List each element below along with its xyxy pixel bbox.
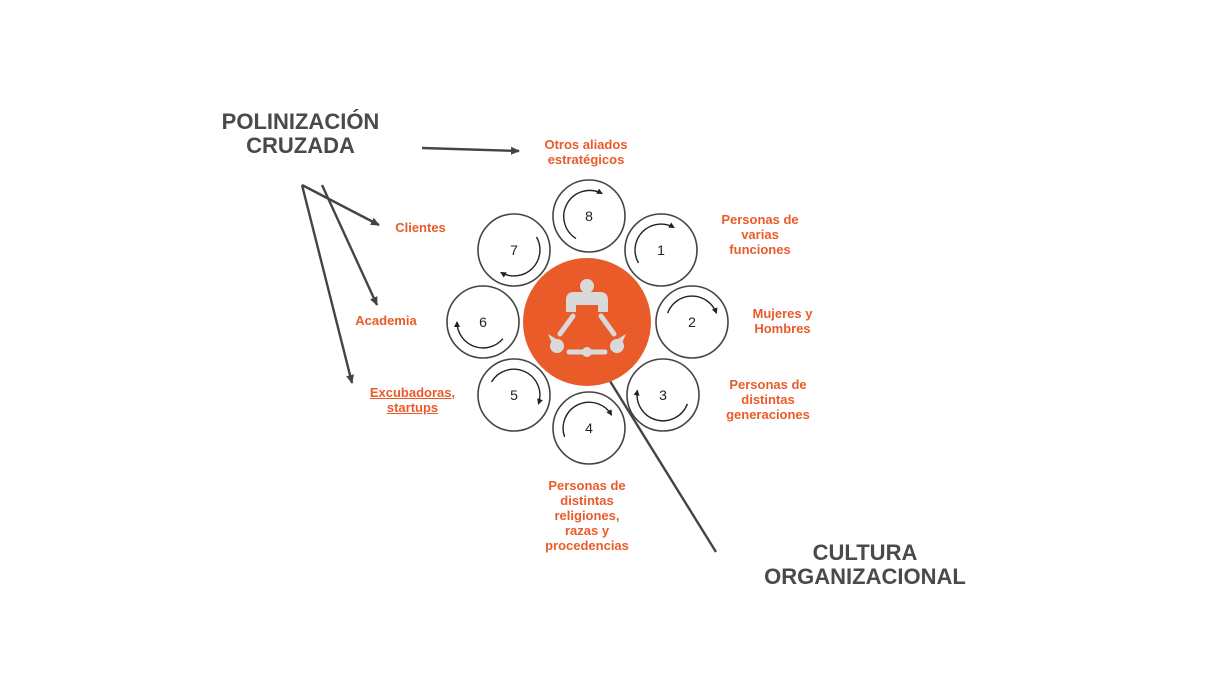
label-excubadoras: Excubadoras, startups bbox=[369, 385, 456, 415]
label-mujeres: Mujeres y Hombres bbox=[752, 306, 813, 336]
ring-circle-4: 4 bbox=[552, 391, 626, 465]
label-academia: Academia bbox=[355, 313, 417, 328]
circular-arrow-icon bbox=[562, 401, 613, 438]
circle-number: 3 bbox=[659, 387, 667, 403]
polinizacion-heading: POLINIZACIÓN CRUZADA bbox=[221, 109, 380, 158]
ring-circle-3: 3 bbox=[626, 358, 700, 432]
ring-circle-2: 2 bbox=[655, 285, 729, 359]
circular-arrow-icon bbox=[563, 188, 603, 240]
ring-circle-1: 1 bbox=[624, 213, 698, 287]
label-clientes: Clientes bbox=[395, 220, 446, 235]
ring-circle-6: 6 bbox=[446, 285, 520, 359]
label-aliados: Otros aliados estratégicos bbox=[544, 137, 628, 167]
ring-circle-8: 8 bbox=[552, 179, 626, 253]
ring-circle-5: 5 bbox=[477, 358, 551, 432]
arrow-to-academia bbox=[320, 184, 379, 306]
circular-arrow-icon bbox=[634, 222, 675, 264]
arrow-cultura-to-center bbox=[598, 364, 718, 553]
arrow-to-clientes bbox=[301, 183, 380, 227]
circular-arrow-icon bbox=[490, 368, 543, 405]
circle-number: 4 bbox=[585, 420, 593, 436]
circle-number: 2 bbox=[688, 314, 696, 330]
ring-circle-7: 7 bbox=[477, 213, 551, 287]
label-funciones: Personas de varias funciones bbox=[721, 212, 799, 257]
arrow-to-excubadoras bbox=[300, 184, 354, 384]
circle-number: 6 bbox=[479, 314, 487, 330]
center-circle bbox=[523, 258, 651, 386]
circle-number: 8 bbox=[585, 208, 593, 224]
connector-arrows bbox=[300, 146, 718, 553]
circle-number: 7 bbox=[510, 242, 518, 258]
team-collaboration-icon bbox=[548, 279, 626, 357]
circular-arrow-icon bbox=[666, 295, 718, 315]
arrow-to-aliados bbox=[421, 146, 520, 155]
circle-number: 1 bbox=[657, 242, 665, 258]
cultura-heading: CULTURA ORGANIZACIONAL bbox=[764, 540, 966, 589]
label-religiones: Personas de distintas religiones, razas … bbox=[545, 478, 629, 553]
circle-number: 5 bbox=[510, 387, 518, 403]
circular-arrow-icon bbox=[454, 321, 504, 349]
circular-arrow-icon bbox=[633, 389, 689, 422]
circle-ring: 1 2 3 4 5 6 7 8 bbox=[446, 179, 729, 465]
label-generaciones: Personas de distintas generaciones bbox=[726, 377, 810, 422]
circular-arrow-icon bbox=[500, 236, 541, 278]
